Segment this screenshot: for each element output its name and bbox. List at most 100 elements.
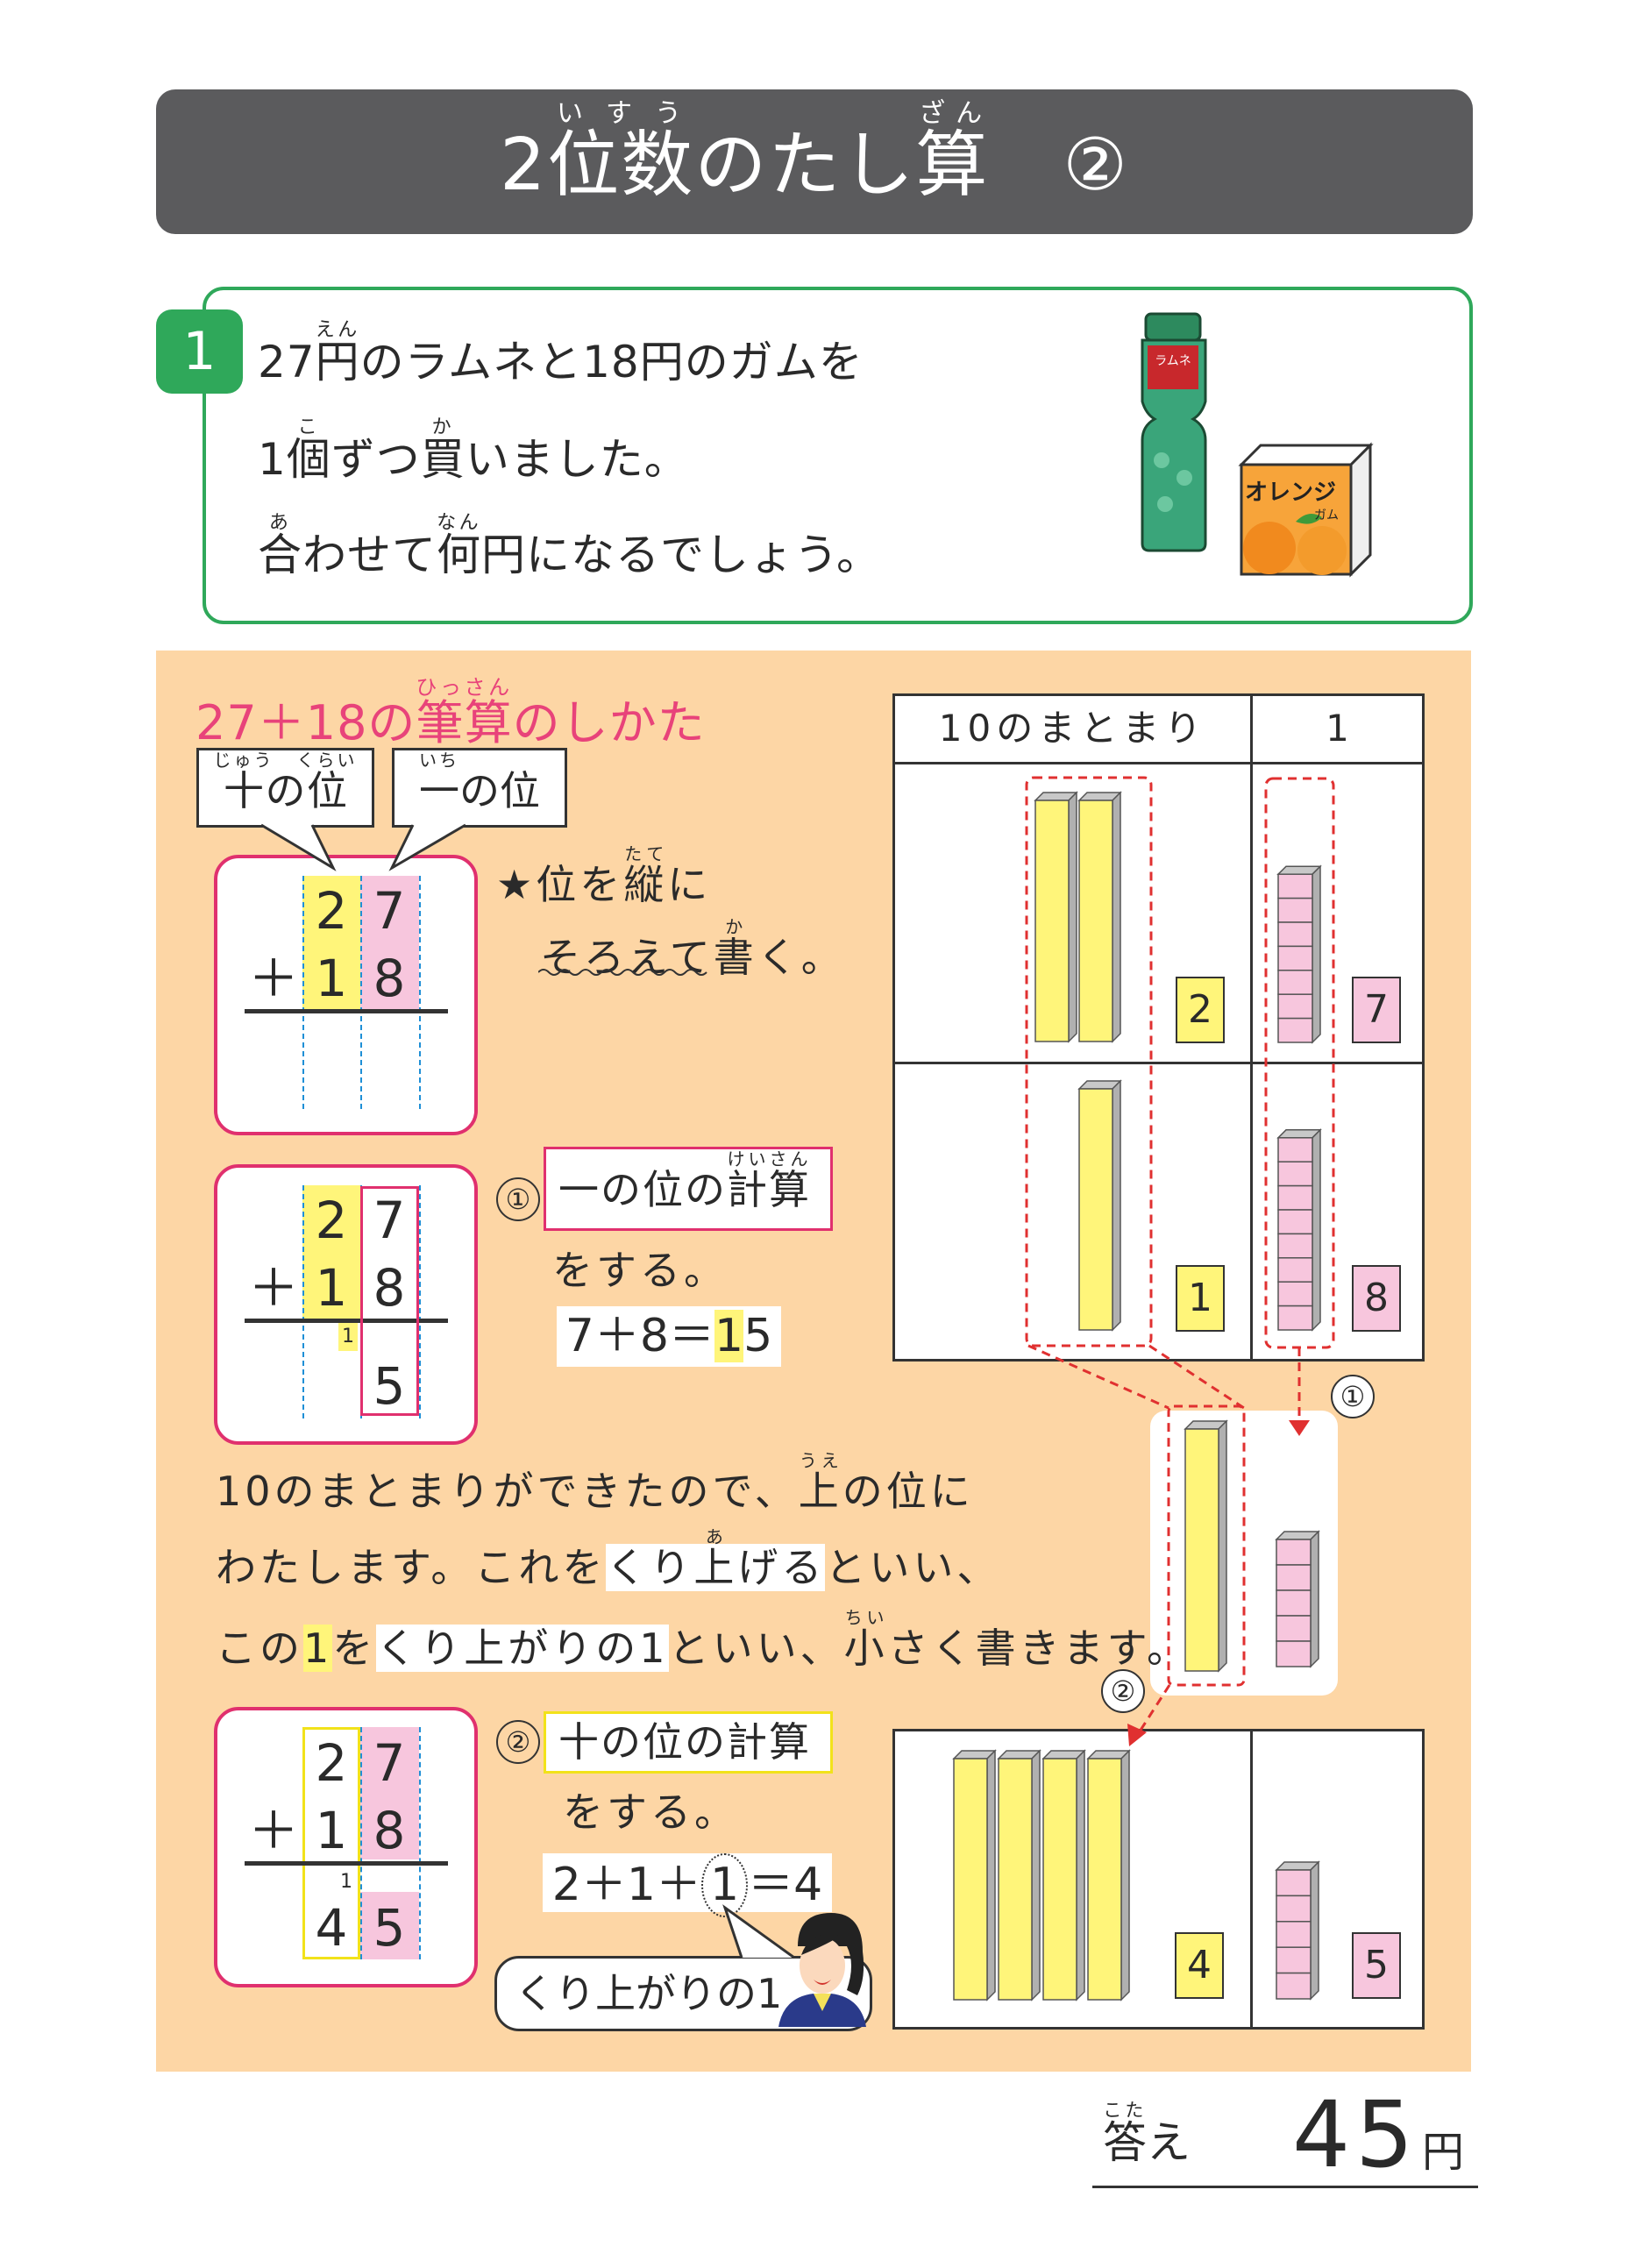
- digit: 2: [315, 881, 348, 941]
- table-header-ones-label: 1: [1326, 707, 1349, 750]
- text: 10のまとまりができたので、: [216, 1468, 799, 1515]
- furigana: じゅう: [213, 750, 274, 771]
- kuriagari-highlight: くり上がりの1: [376, 1625, 669, 1672]
- teacher-illustration: [778, 1913, 866, 2027]
- row1-ones-count: 7: [1352, 977, 1401, 1043]
- text: 2: [500, 124, 548, 207]
- step2-marker: ②: [496, 1720, 540, 1764]
- eq-term: 8: [639, 1310, 669, 1362]
- text: のラムネと18円のガムを: [359, 337, 864, 387]
- orange-gum-box-image: オレンジ ガム: [1238, 442, 1374, 578]
- eq-term: 5: [743, 1310, 773, 1362]
- tip-line-1: ★位を縦たてに: [496, 843, 712, 915]
- ruby-word: 位くらい: [296, 750, 358, 814]
- answer-value: 45: [1292, 2081, 1419, 2188]
- result-ones-count: 5: [1352, 1932, 1401, 1999]
- text: げる: [737, 1544, 826, 1591]
- carry-digit: 1: [342, 1326, 354, 1347]
- eq-op: ＋: [655, 1859, 701, 1911]
- text: 27: [258, 337, 316, 387]
- furigana: あ: [258, 512, 302, 534]
- result-digit: 4: [315, 1898, 348, 1958]
- ruby-word: 算ざん: [915, 98, 990, 207]
- furigana: ひっさん: [416, 675, 513, 700]
- ruby-word: 合あ: [258, 512, 302, 580]
- ruby-word: 個こ: [286, 416, 331, 485]
- title-bar: [156, 89, 1473, 234]
- gum-box-label: オレンジ: [1245, 480, 1336, 506]
- text: のたし: [694, 124, 916, 207]
- digit: 1: [315, 1258, 348, 1318]
- problem-number-badge: 1: [156, 309, 243, 394]
- ruby-word: 計算けいさん: [727, 1148, 811, 1213]
- row2-ones-count: 8: [1352, 1265, 1401, 1332]
- digit: 8: [373, 1801, 406, 1860]
- ruby-word: 書か: [713, 916, 757, 981]
- speech-text: くり上がりの1: [515, 1970, 783, 2017]
- eq-op: ＝: [748, 1859, 794, 1911]
- step1-equation: 7＋8＝15: [557, 1306, 781, 1367]
- text: の位に: [842, 1468, 974, 1515]
- plus-sign: ＋: [247, 1801, 299, 1860]
- digit: 7: [373, 1191, 406, 1250]
- eq-term: 7: [565, 1310, 594, 1362]
- step1-marker-circle: ①: [1331, 1375, 1375, 1418]
- ruby-word: 筆算ひっさん: [416, 675, 513, 750]
- furigana: いち: [419, 750, 459, 771]
- carry-one-highlight: 1: [303, 1625, 333, 1672]
- ruby-word: 位数いすう: [547, 98, 695, 207]
- digit: 2: [315, 1191, 348, 1250]
- ruby-word: 答こた: [1103, 2100, 1147, 2168]
- text: く。: [757, 934, 845, 981]
- step2-suffix: をする。: [563, 1788, 738, 1836]
- result-digit: 5: [373, 1898, 406, 1958]
- problem-line-2: 1個こずつ買かいました。: [258, 416, 689, 494]
- bottle-label: ラムネ: [1155, 354, 1191, 368]
- text: くり: [606, 1544, 694, 1591]
- text: 1: [258, 434, 287, 485]
- text: の位: [459, 767, 540, 814]
- method-heading: 27＋18の筆算ひっさんのしかた: [195, 675, 706, 758]
- column-addition-tens-step: 2 7 ＋ 1 8 1 4 5: [214, 1707, 478, 1987]
- ruby-word: 十じゅう: [213, 750, 274, 814]
- ruby-word: 円えん: [315, 319, 360, 387]
- furigana: なん: [437, 512, 481, 534]
- text: え: [1147, 2117, 1191, 2168]
- ruby-word: 買か: [420, 416, 466, 485]
- furigana: うえ: [798, 1450, 842, 1471]
- result-digit: 5: [373, 1356, 406, 1416]
- plus-sign: ＋: [247, 1258, 299, 1318]
- digit: 7: [373, 1733, 406, 1793]
- text: といい、: [825, 1544, 1001, 1591]
- row2-tens-count: 1: [1176, 1265, 1225, 1332]
- furigana: えん: [315, 319, 360, 341]
- digit: 8: [373, 1258, 406, 1318]
- text: ★位を: [496, 861, 624, 908]
- text: 一の位の: [558, 1166, 727, 1213]
- digit: 8: [373, 949, 406, 1008]
- furigana: ちい: [843, 1607, 888, 1628]
- gum-box-sublabel: ガム: [1314, 508, 1339, 523]
- step1-box: 一の位の計算けいさん: [544, 1147, 833, 1231]
- furigana: か: [713, 916, 757, 937]
- furigana: こた: [1103, 2100, 1147, 2121]
- text: わせて: [302, 530, 437, 580]
- furigana: こ: [286, 416, 331, 438]
- text: そろえて: [540, 934, 714, 981]
- text: といい、小ちいさく書きます。: [669, 1607, 1191, 1672]
- answer-label: 答こたえ: [1103, 2100, 1191, 2178]
- furigana: けいさん: [727, 1148, 811, 1170]
- text: ②: [989, 124, 1129, 207]
- text: を: [332, 1625, 377, 1672]
- problem-line-3: 合あわせて何なん円になるでしょう。: [258, 512, 881, 590]
- eq-term: 2: [551, 1859, 581, 1911]
- row1-tens-count: 2: [1176, 977, 1225, 1043]
- furigana: いすう: [547, 98, 695, 129]
- eq-op: ＋: [594, 1310, 640, 1362]
- column-addition-setup: 2 7 ＋ 1 8: [214, 855, 478, 1135]
- ruby-word: 縦たて: [623, 843, 668, 908]
- text: に: [667, 861, 712, 908]
- explanation-line-3: この1をくり上がりの1といい、小ちいさく書きます。: [216, 1607, 1191, 1679]
- result-tens-count: 4: [1175, 1932, 1224, 1999]
- digit: 2: [315, 1733, 348, 1793]
